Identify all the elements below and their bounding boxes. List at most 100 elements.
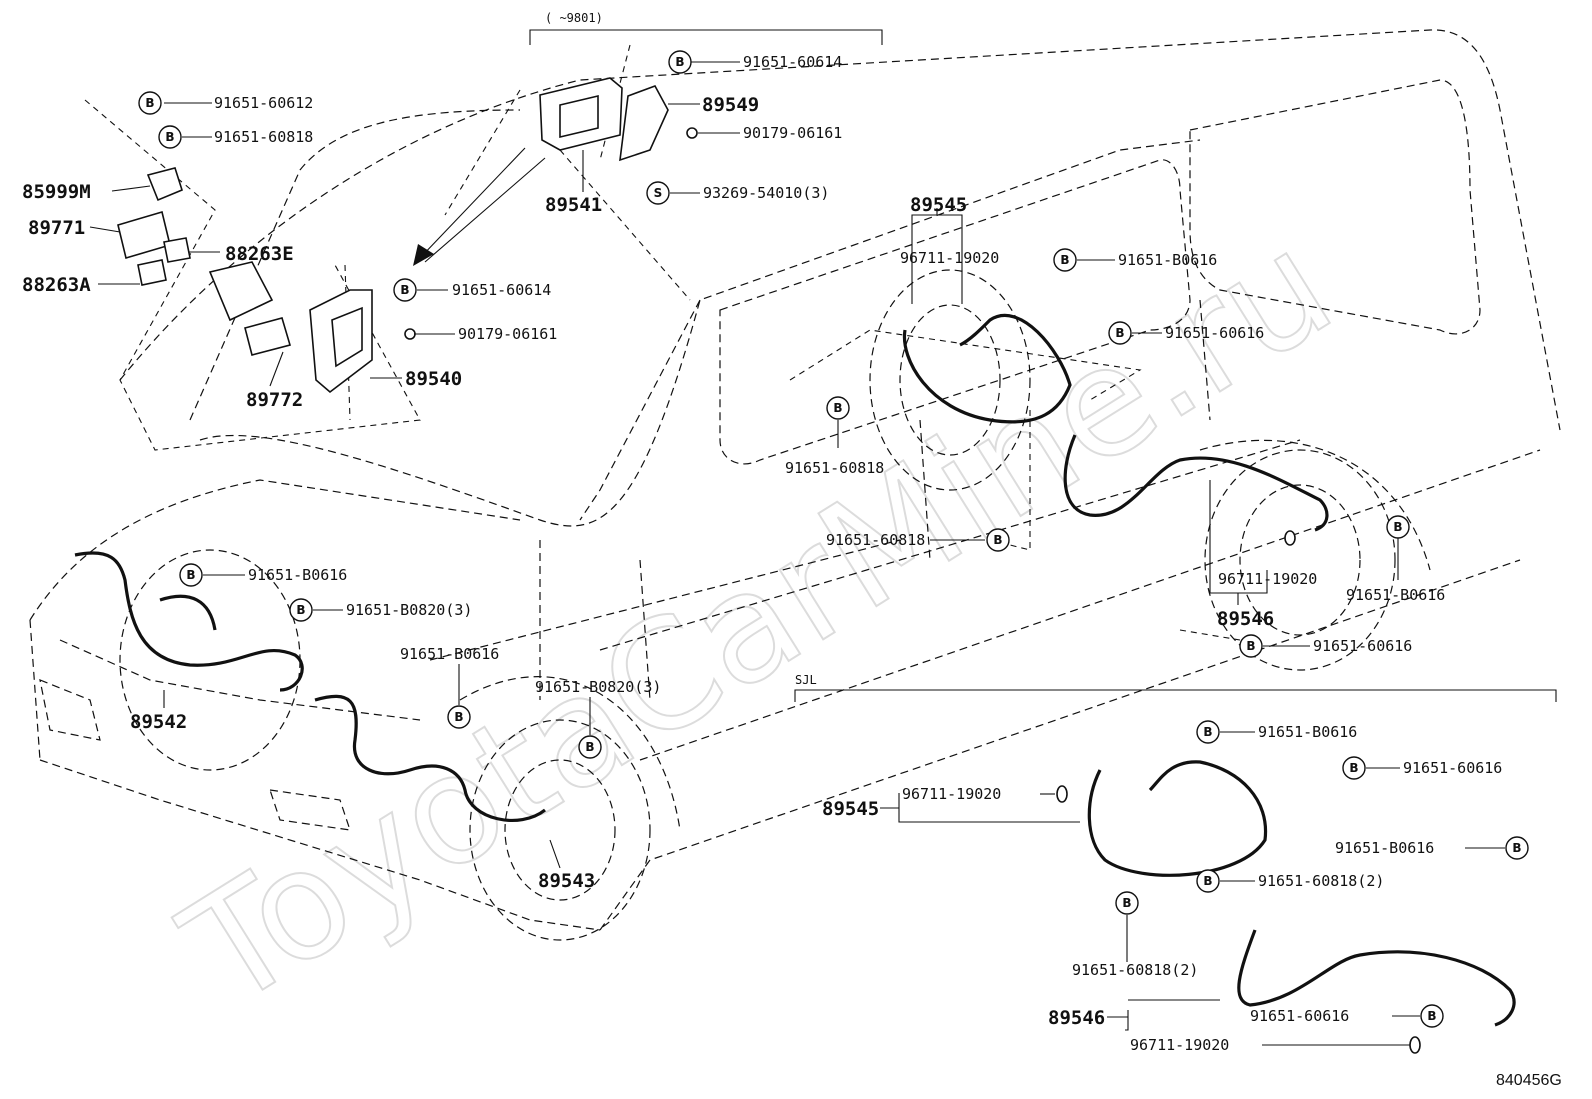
- label-89546-b: 89546: [1048, 1007, 1105, 1029]
- label-91651-b0616-e: 91651-B0616: [1258, 723, 1357, 741]
- label-91651-b0616-c: 91651-B0616: [248, 566, 347, 584]
- svg-text:B: B: [833, 401, 842, 415]
- label-91651-60818-d: 91651-60818(2): [1258, 872, 1384, 890]
- wire-89545-top: [902, 313, 1072, 424]
- vehicle-outline: [29, 29, 1561, 941]
- label-89540: 89540: [405, 368, 462, 390]
- variant-bracket-top: ( ~9801): [529, 11, 883, 45]
- bolt-symbol: B: [447, 705, 471, 729]
- bolt-symbol: B: [1420, 1004, 1444, 1028]
- svg-text:B: B: [296, 603, 305, 617]
- svg-text:B: B: [186, 568, 195, 582]
- label-89549: 89549: [702, 94, 759, 116]
- fastener-symbols: B B B S B B B B B B B B B B B B B B B B …: [138, 50, 1529, 1054]
- drawing-id: 840456G: [1496, 1072, 1562, 1089]
- relation-arrows: [413, 147, 546, 266]
- label-88263e: 88263E: [225, 243, 294, 265]
- bolt-symbol: B: [1053, 248, 1077, 272]
- part-88263a: [137, 259, 167, 286]
- bolt-symbol: B: [1505, 836, 1529, 860]
- wire-89543: [314, 694, 546, 822]
- label-91651-60818-a: 91651-60818: [214, 128, 313, 146]
- bolt-symbol: B: [668, 50, 692, 74]
- label-89772: 89772: [246, 389, 303, 411]
- label-89541: 89541: [545, 194, 602, 216]
- label-88263a: 88263A: [22, 274, 91, 296]
- svg-text:S: S: [654, 186, 663, 200]
- label-89771: 89771: [28, 217, 85, 239]
- bolt-symbol: B: [289, 598, 313, 622]
- label-91651-60616-b: 91651-60616: [1313, 637, 1412, 655]
- bolt-symbol: B: [1115, 891, 1139, 915]
- part-relay-block: [208, 261, 274, 322]
- label-89546-a: 89546: [1217, 608, 1274, 630]
- bolt-symbol: B: [1196, 720, 1220, 744]
- part-labels: 91651-60612 91651-60818 85999M 89771 882…: [22, 53, 1562, 1089]
- leader-lines: [89, 61, 1557, 1046]
- variant-label-sjl: SJL: [795, 673, 817, 687]
- label-91651-60818-b: 91651-60818: [785, 459, 884, 477]
- label-89545-b: 89545: [822, 798, 879, 820]
- part-89771: [117, 210, 171, 260]
- label-89543: 89543: [538, 870, 595, 892]
- o-ring: [1284, 530, 1296, 546]
- label-91651-b0820-b: 91651-B0820(3): [535, 678, 661, 696]
- svg-text:B: B: [1246, 639, 1255, 653]
- svg-text:B: B: [675, 55, 684, 69]
- label-91651-60818-c: 91651-60818: [826, 531, 925, 549]
- svg-text:B: B: [400, 283, 409, 297]
- svg-text:B: B: [1203, 725, 1212, 739]
- o-ring: [1409, 1036, 1421, 1054]
- part-85999m: [146, 167, 183, 202]
- label-91651-60616-a: 91651-60616: [1165, 324, 1264, 342]
- label-85999m: 85999M: [22, 181, 91, 203]
- wire-89542: [74, 551, 304, 692]
- part-89549: [619, 85, 669, 162]
- svg-text:B: B: [1512, 841, 1521, 855]
- bolt-symbol: B: [986, 528, 1010, 552]
- svg-text:B: B: [1349, 761, 1358, 775]
- bolt-symbol: B: [393, 278, 417, 302]
- svg-text:B: B: [1203, 874, 1212, 888]
- label-90179-06161-top: 90179-06161: [743, 124, 842, 142]
- label-96711-19020-c: 96711-19020: [902, 785, 1001, 803]
- svg-text:B: B: [1115, 326, 1124, 340]
- label-91651-b0616-b: 91651-B0616: [1346, 586, 1445, 604]
- svg-text:B: B: [585, 740, 594, 754]
- bolt-symbol: B: [826, 396, 850, 420]
- label-91651-60818-e: 91651-60818(2): [1072, 961, 1198, 979]
- label-90179-06161-mid: 90179-06161: [458, 325, 557, 343]
- label-91651-b0820-a: 91651-B0820(3): [346, 601, 472, 619]
- label-93269-54010: 93269-54010(3): [703, 184, 829, 202]
- label-91651-60616-c: 91651-60616: [1403, 759, 1502, 777]
- bolt-symbol: B: [138, 91, 162, 115]
- sensor-wires: [74, 313, 1516, 1027]
- label-96711-19020-d: 96711-19020: [1130, 1036, 1229, 1054]
- bolt-symbol: B: [179, 563, 203, 587]
- part-88263e: [163, 237, 191, 263]
- screw-symbol: S: [646, 181, 670, 205]
- variant-label-top: ( ~9801): [545, 11, 603, 25]
- bolt-symbol: B: [1239, 634, 1263, 658]
- svg-text:B: B: [1122, 896, 1131, 910]
- o-ring: [1056, 785, 1068, 803]
- bolt-symbol: B: [578, 735, 602, 759]
- label-96711-19020-a: 96711-19020: [900, 249, 999, 267]
- part-89772: [244, 317, 292, 356]
- label-91651-60614-mid: 91651-60614: [452, 281, 551, 299]
- label-91651-60614-top: 91651-60614: [743, 53, 842, 71]
- bolt-symbol: B: [1108, 321, 1132, 345]
- label-89542: 89542: [130, 711, 187, 733]
- svg-text:B: B: [145, 96, 154, 110]
- label-91651-b0616-d: 91651-B0616: [400, 645, 499, 663]
- svg-text:B: B: [1060, 253, 1069, 267]
- wire-89545-sjl: [1087, 760, 1268, 877]
- bolt-symbol: B: [1342, 756, 1366, 780]
- label-96711-19020-b: 96711-19020: [1218, 570, 1317, 588]
- bolt-symbol: B: [1196, 869, 1220, 893]
- wire-89546-sjl: [1237, 929, 1516, 1027]
- svg-text:B: B: [165, 130, 174, 144]
- svg-text:B: B: [1427, 1009, 1436, 1023]
